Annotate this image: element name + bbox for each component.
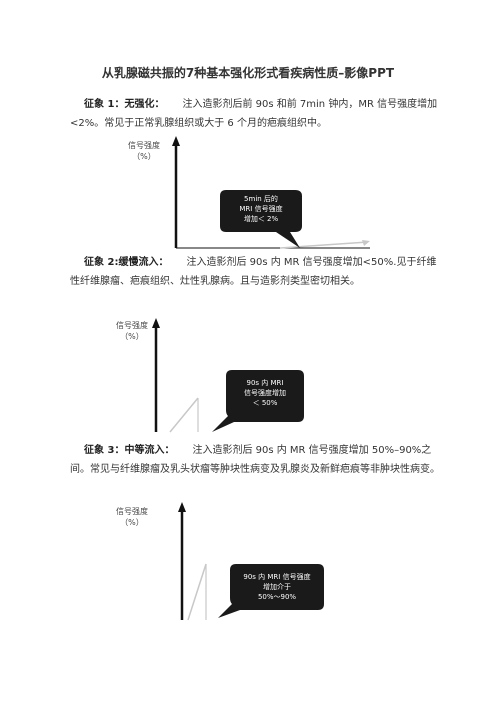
sign2-y-axis-label: 信号强度 （%） (116, 321, 148, 341)
sign3-paragraph: 征象 3：中等流入：注入造影剂后 90s 内 MR 信号强度增加 50%–90%… (70, 441, 442, 479)
sign1-paragraph: 征象 1：无强化：注入造影剂后前 90s 和前 7min 钟内，MR 信号强度增… (70, 95, 442, 133)
sign2-figure: 信号强度 （%） 90s 内 MRI 信号强度增加 ＜ 50% (100, 316, 340, 438)
sign3-callout-text: 90s 内 MRI 信号强度 增加介于 50%～90% (243, 573, 311, 601)
sign2-diagram (152, 318, 304, 433)
sign1-callout-bubble (220, 190, 302, 248)
sign2-label: 征象 2:缓慢流入： (84, 257, 169, 268)
sign2-y-axis-arrow (152, 318, 160, 328)
sign2-callout-text: 90s 内 MRI 信号强度增加 ＜ 50% (244, 379, 286, 407)
sign3-figure: 信号强度 （%） 90s 内 MRI 信号强度 增加介于 50%～90% (100, 500, 360, 622)
sign1-diagram (172, 136, 370, 249)
sign2-text: 注入造影剂后 90s 内 MR 信号强度增加<50%.见于纤维性纤维腺瘤、疤痕组… (70, 257, 437, 287)
sign3-y-axis-arrow (178, 502, 186, 512)
sign2-callout-bubble (212, 370, 304, 432)
sign1-y-axis-label: 信号强度 （%） (128, 141, 160, 161)
sign2-paragraph: 征象 2:缓慢流入：注入造影剂后 90s 内 MR 信号强度增加<50%.见于纤… (70, 253, 442, 291)
sign1-figure: 信号强度 （%） 5min 后的 MRI 信号强度 增加＜ 2% (100, 136, 380, 256)
sign1-curve-arrow (362, 240, 370, 246)
sign3-y-axis-label: 信号强度 （%） (116, 507, 148, 527)
sign3-callout-bubble (218, 564, 324, 618)
sign3-curve (187, 563, 207, 621)
sign1-label: 征象 1：无强化： (84, 99, 165, 110)
sign3-text: 注入造影剂后 90s 内 MR 信号强度增加 50%–90%之间。常见与纤维腺瘤… (70, 445, 440, 475)
sign1-text: 注入造影剂后前 90s 和前 7min 钟内，MR 信号强度增加<2%。常见于正… (70, 99, 438, 129)
sign1-y-axis-arrow (172, 136, 180, 146)
sign3-diagram (178, 502, 324, 621)
sign1-callout-text: 5min 后的 MRI 信号强度 增加＜ 2% (239, 195, 283, 223)
sign2-curve (169, 397, 199, 433)
document-title: 从乳腺磁共振的7种基本强化形式看疾病性质–影像PPT (101, 66, 395, 80)
sign3-label: 征象 3：中等流入： (84, 445, 175, 456)
sign1-curve (279, 241, 369, 249)
